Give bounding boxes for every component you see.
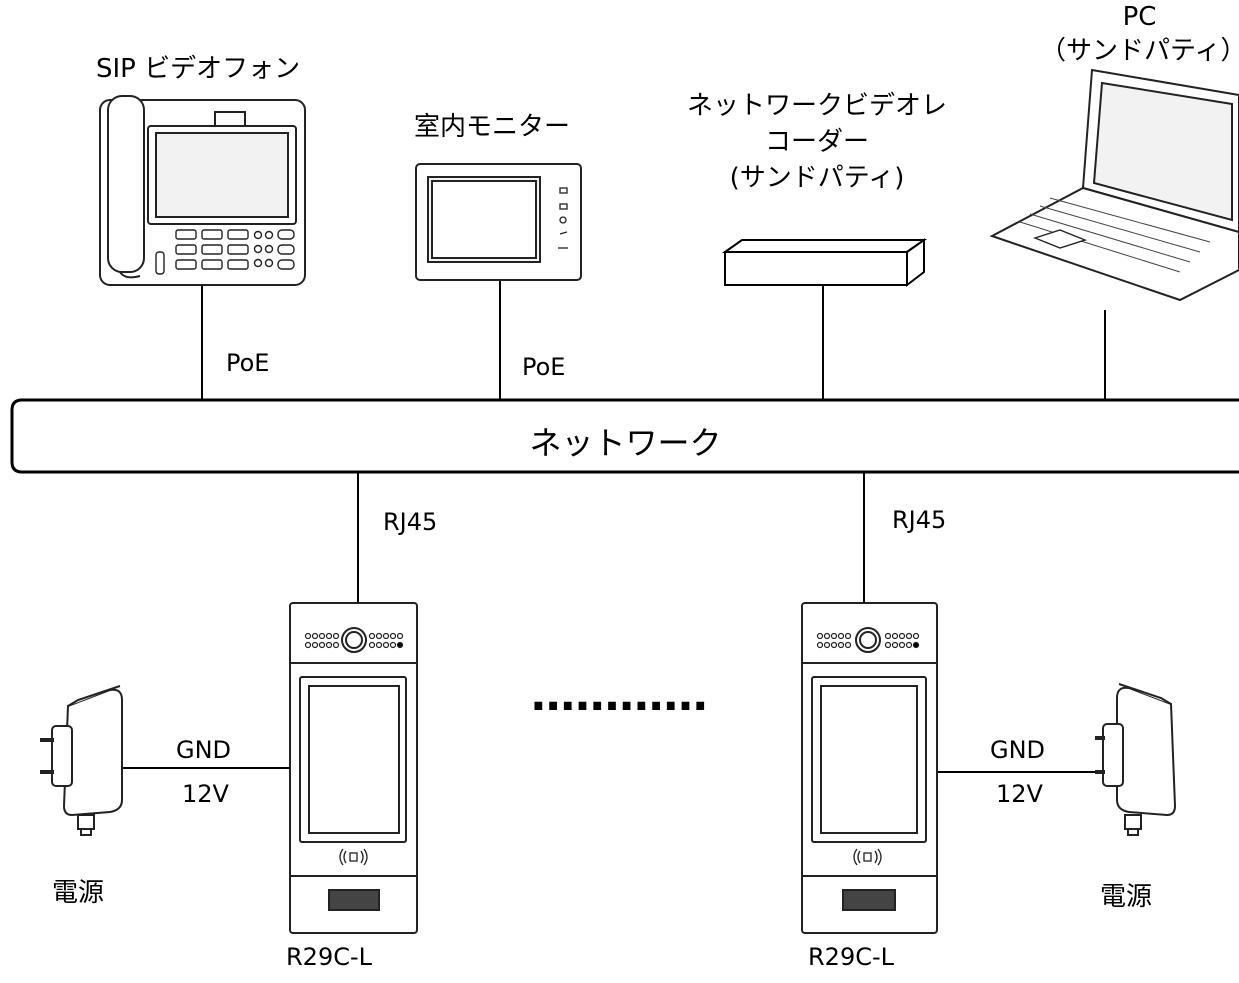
- network-label: ネットワーク: [529, 424, 722, 462]
- rj45-label-left: RJ45: [383, 508, 438, 536]
- power-adapter-right-icon: [1095, 683, 1177, 836]
- poe-label-phone: PoE: [226, 349, 270, 377]
- network-bus: [10, 398, 1239, 474]
- nvr-label: ネットワークビデオレ コーダー (サンドパティ): [672, 88, 962, 196]
- door-station-right-label: R29C-L: [808, 943, 895, 971]
- nvr-label-line-3: (サンドパティ): [729, 163, 905, 193]
- door-station-left-label: R29C-L: [286, 943, 373, 971]
- pc-label: PC （サンドパティ）: [1040, 0, 1239, 68]
- laptop-icon: [989, 68, 1239, 302]
- pc-label-line-2: （サンドパティ）: [1040, 36, 1239, 66]
- ellipsis-more-stations: ............: [530, 670, 709, 721]
- power-label-left: 電源: [52, 878, 105, 908]
- nvr-icon: [721, 238, 928, 288]
- door-station-right-icon: [801, 602, 938, 934]
- poe-label-monitor: PoE: [522, 353, 566, 381]
- sip-phone-icon: [99, 95, 306, 286]
- power-adapter-left-icon: [40, 685, 123, 836]
- indoor-monitor-icon: [415, 163, 582, 281]
- gnd-label-left: GND: [176, 736, 232, 764]
- nvr-label-line-1: ネットワークビデオレ: [686, 91, 947, 121]
- nvr-label-line-2: コーダー: [764, 127, 869, 157]
- rj45-label-right: RJ45: [892, 506, 947, 534]
- indoor-monitor-label: 室内モニター: [414, 112, 571, 142]
- power-label-right: 電源: [1100, 882, 1153, 912]
- pc-label-line-1: PC: [1122, 2, 1157, 32]
- 12v-label-right: 12V: [996, 780, 1043, 808]
- door-station-left-icon: [289, 602, 418, 934]
- 12v-label-left: 12V: [182, 780, 229, 808]
- gnd-label-right: GND: [990, 736, 1046, 764]
- sip-phone-label: SIP ビデオフォン: [96, 54, 301, 84]
